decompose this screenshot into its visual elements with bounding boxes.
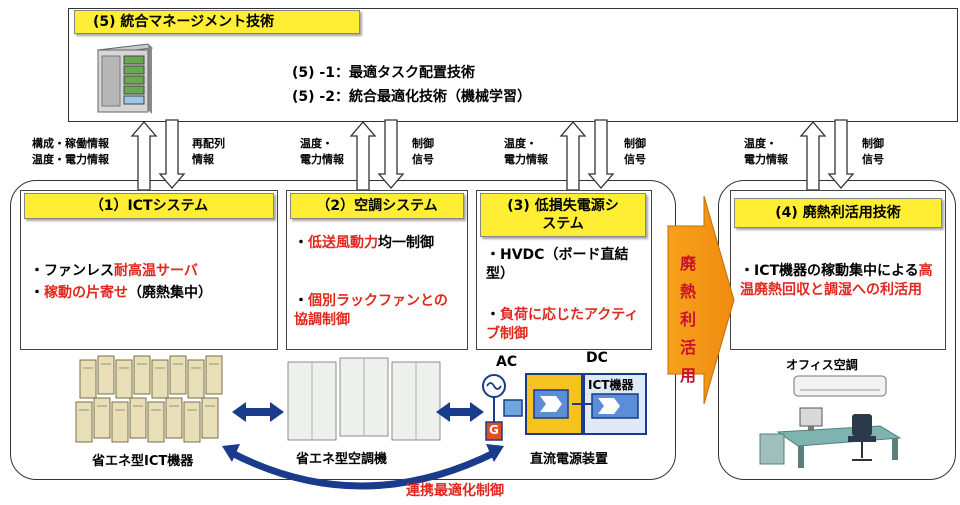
heat-down-label-1: 制御 bbox=[862, 137, 884, 150]
air-up-label-1: 温度・ bbox=[300, 137, 333, 150]
aircon-item-2-pre: ・ bbox=[294, 293, 308, 309]
aircon-caption: 省エネ型空調機 bbox=[296, 452, 388, 467]
management-title: (5) 統合マネージメント技術 bbox=[74, 10, 360, 34]
power-down-label-2: 信号 bbox=[624, 153, 646, 166]
power-item-1: ・HVDC（ボード直結型） bbox=[486, 246, 646, 284]
ict-item-1-pre: ・ファンレス bbox=[30, 263, 114, 279]
heat-down-label-2: 信号 bbox=[862, 153, 884, 166]
heat-reuse-label: 廃熱利活用 bbox=[679, 254, 696, 385]
ict-device-label: ICT機器 bbox=[588, 378, 634, 392]
aircon-item-1-post: 均一制御 bbox=[378, 235, 434, 251]
coordination-label: 連携最適化制御 bbox=[406, 483, 504, 499]
management-line-1: (5) -1：最適タスク配置技術 bbox=[292, 65, 475, 81]
power-item-2-pre: ・ bbox=[486, 307, 500, 323]
power-item-2: ・負荷に応じたアクティブ制御 bbox=[486, 306, 646, 344]
power-title: (3) 低損失電源システム bbox=[480, 193, 646, 237]
ict-item-2-pre: ・ bbox=[30, 285, 44, 301]
ict-item-1: ・ファンレス耐高温サーバ bbox=[30, 262, 270, 281]
air-down-label-1: 制御 bbox=[412, 137, 434, 150]
ict-down-label-2: 情報 bbox=[192, 153, 214, 166]
heat-item-pre: ・ICT機器の稼動集中による bbox=[740, 263, 919, 279]
heat-item: ・ICT機器の稼動集中による高温廃熱回収と調湿への利活用 bbox=[740, 262, 940, 300]
aircon-item-1-hi: 低送風動力 bbox=[308, 235, 378, 251]
g-label: G bbox=[489, 423, 499, 437]
power-up-label-1: 温度・ bbox=[504, 137, 537, 150]
heat-title: (4) 廃熱利活用技術 bbox=[734, 198, 942, 228]
ict-up-label-2: 温度・電力情報 bbox=[32, 153, 109, 166]
power-item-1-pre: ・HVDC（ボード直結型） bbox=[486, 247, 629, 282]
power-down-label-1: 制御 bbox=[624, 137, 646, 150]
ict-caption: 省エネ型ICT機器 bbox=[92, 454, 194, 469]
ict-item-1-hi: 耐高温サーバ bbox=[114, 263, 198, 279]
office-aircon-caption: オフィス空調 bbox=[786, 358, 858, 372]
power-item-2-hi: 負荷に応じたアクティブ制御 bbox=[486, 307, 639, 342]
heat-up-label-2: 電力情報 bbox=[744, 153, 788, 166]
power-up-label-2: 電力情報 bbox=[504, 153, 548, 166]
dc-label: DC bbox=[586, 350, 608, 366]
ict-item-2: ・稼動の片寄せ（廃熱集中） bbox=[30, 284, 270, 303]
aircon-item-2-hi: 個別ラックファンとの協調制御 bbox=[294, 293, 448, 328]
ict-system-title: （1）ICTシステム bbox=[24, 193, 274, 219]
ict-up-label-1: 構成・稼働情報 bbox=[32, 137, 109, 150]
aircon-item-1-pre: ・ bbox=[294, 235, 308, 251]
air-up-label-2: 電力情報 bbox=[300, 153, 344, 166]
ac-label: AC bbox=[496, 354, 518, 370]
ict-down-label-1: 再配列 bbox=[192, 137, 225, 150]
aircon-item-2: ・個別ラックファンとの協調制御 bbox=[294, 292, 460, 330]
heat-item-hi: 高温廃熱回収と調湿への利活用 bbox=[740, 263, 933, 298]
aircon-item-1: ・低送風動力均一制御 bbox=[294, 234, 460, 253]
ict-item-2-hi: 稼動の片寄せ bbox=[44, 285, 128, 301]
ict-item-2-post: （廃熱集中） bbox=[128, 285, 212, 301]
management-line-2: (5) -2：統合最適化技術（機械学習） bbox=[292, 89, 531, 105]
aircon-title: （2）空調システム bbox=[290, 193, 464, 219]
air-down-label-2: 信号 bbox=[412, 153, 434, 166]
heat-up-label-1: 温度・ bbox=[744, 137, 777, 150]
power-caption: 直流電源装置 bbox=[530, 452, 609, 467]
